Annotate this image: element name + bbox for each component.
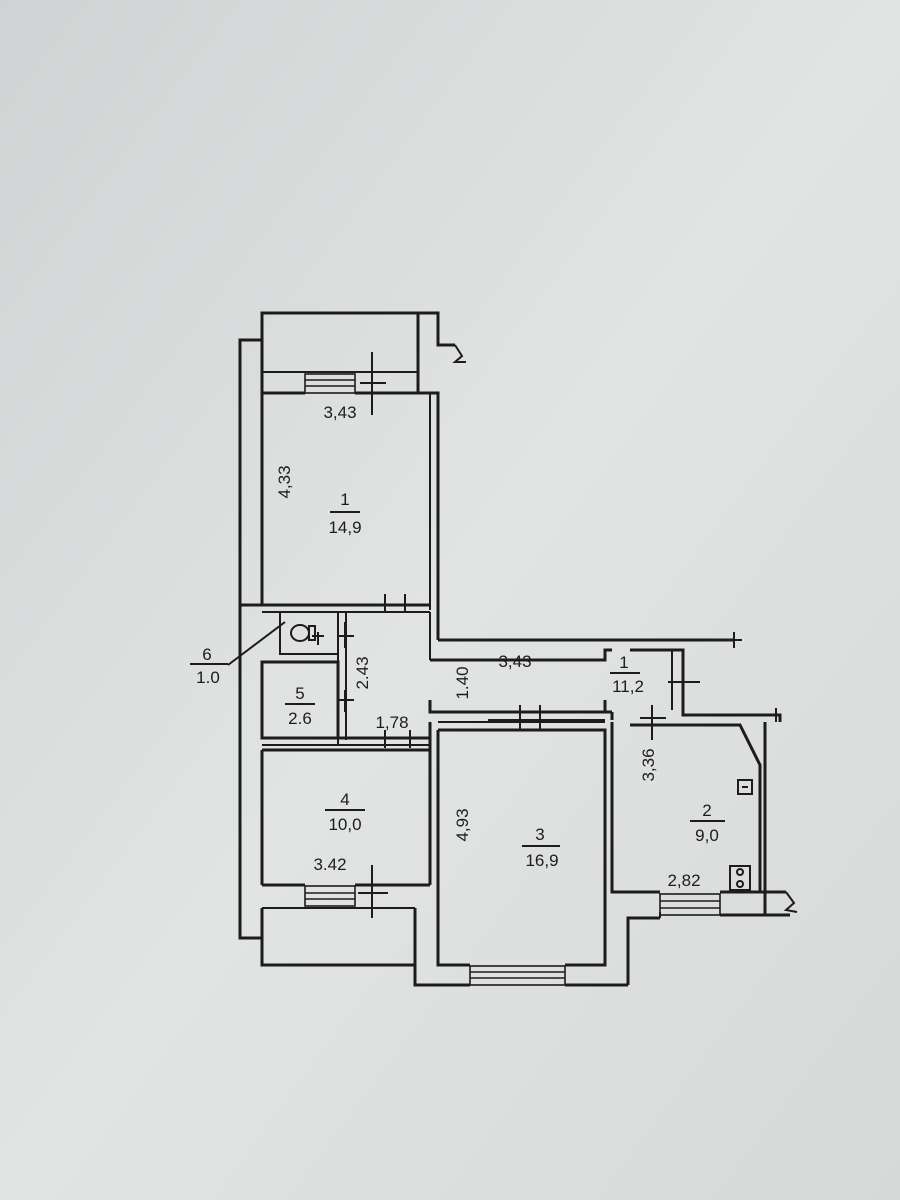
room-number: 1	[340, 490, 349, 509]
room-label-1: 1 11,2	[610, 653, 644, 696]
room-label-5: 5 2.6	[285, 684, 315, 728]
dim-room7-height: 4,33	[275, 465, 294, 498]
room-6-leader	[227, 621, 286, 666]
window-icon	[304, 885, 356, 907]
room-area: 11,2	[612, 677, 644, 696]
dim-corridor-width: 1,78	[375, 713, 408, 732]
room-label-2: 2 9,0	[690, 801, 725, 845]
window-icon	[469, 965, 566, 986]
dim-kitchen-width: 2,82	[667, 871, 700, 890]
dim-hall-width: 3,43	[498, 652, 531, 671]
room-number: 4	[340, 790, 349, 809]
sink-icon	[737, 779, 753, 795]
room-area: 1.0	[196, 668, 220, 687]
dim-kitchen-height: 3,36	[639, 748, 658, 781]
room-area: 14,9	[328, 518, 361, 537]
window-icon	[659, 893, 721, 916]
room-number: 6	[202, 645, 211, 664]
room-label-4: 4 10,0	[325, 790, 365, 834]
room-area: 2.6	[288, 709, 312, 728]
room-area: 9,0	[695, 826, 719, 845]
walls	[238, 311, 798, 987]
room-label-6: 6 1.0	[196, 645, 220, 687]
room-area: 10,0	[328, 815, 361, 834]
dim-room3-height: 4,93	[453, 808, 472, 841]
dim-room7-width: 3,43	[323, 403, 356, 422]
room-number: 5	[295, 684, 304, 703]
room-label-3: 3 16,9	[522, 825, 560, 870]
dim-hall-height: 1.40	[453, 666, 472, 699]
room-label-7: 1 14,9	[328, 490, 361, 537]
dim-room4-width: 3.42	[313, 855, 346, 874]
dim-corridor-height: 2.43	[353, 656, 372, 689]
room-number: 2	[702, 801, 711, 820]
room-number: 3	[535, 825, 544, 844]
room-number: 1	[619, 653, 628, 672]
stove-icon	[729, 865, 751, 891]
toilet-icon	[290, 624, 316, 642]
door-icon	[312, 352, 700, 918]
room-area: 16,9	[525, 851, 558, 870]
dimensions: 3,43 4,33 3,43 1.40 2.43 1,78 4,93 3.42 …	[275, 403, 701, 890]
window-icon	[304, 373, 356, 394]
